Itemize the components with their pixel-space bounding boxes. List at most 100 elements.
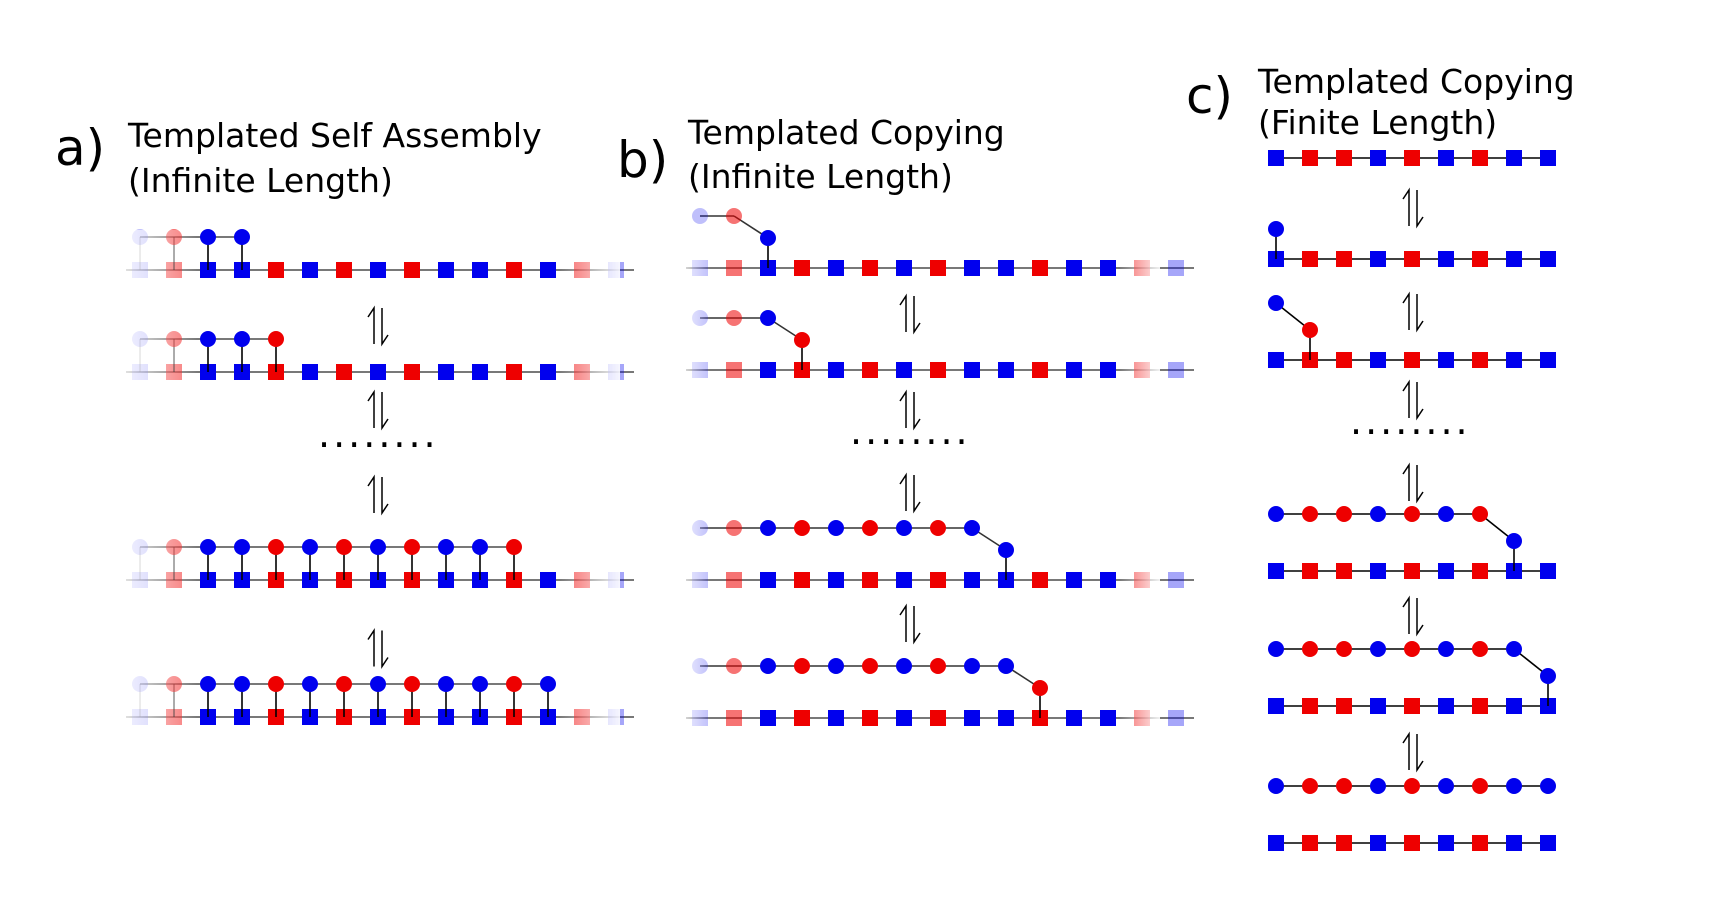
panel-b-template-monomer bbox=[692, 710, 708, 726]
panel-c-template-monomer bbox=[1370, 835, 1386, 851]
panel-a-assembly-monomer bbox=[200, 229, 216, 245]
panel-a-template-monomer bbox=[608, 262, 624, 278]
panel-c-template-monomer bbox=[1336, 251, 1352, 267]
panel-b-template-monomer bbox=[1134, 710, 1150, 726]
panel-c-free-copy-monomer bbox=[1438, 778, 1454, 794]
panel-b-equilibrium-down bbox=[913, 606, 921, 645]
panel-c-copy-monomer bbox=[1404, 506, 1420, 522]
panel-c-free-copy-monomer bbox=[1472, 778, 1488, 794]
panel-a-assembly-monomer bbox=[506, 676, 522, 692]
panel-a-equilibrium-down bbox=[381, 630, 389, 669]
panel-b-copy-monomer bbox=[794, 658, 810, 674]
panel-a-template-monomer bbox=[608, 709, 624, 725]
panel-c-copy-monomer bbox=[1336, 641, 1352, 657]
panel-c-template-monomer bbox=[1438, 251, 1454, 267]
panel-b-template-monomer bbox=[828, 260, 844, 276]
panel-b-template-monomer bbox=[726, 710, 742, 726]
panel-c-template-monomer bbox=[1472, 150, 1488, 166]
panel-b-copy-monomer bbox=[930, 520, 946, 536]
panel-b-template-monomer bbox=[760, 572, 776, 588]
panel-b-template-monomer bbox=[692, 572, 708, 588]
panel-c-template-monomer bbox=[1540, 352, 1556, 368]
panel-b-letter: b) bbox=[617, 131, 668, 189]
panel-c-template-monomer bbox=[1438, 150, 1454, 166]
panel-b-template-monomer bbox=[964, 260, 980, 276]
panel-a-assembly-monomer bbox=[404, 539, 420, 555]
panel-b-template-monomer bbox=[998, 260, 1014, 276]
panel-c-template-monomer bbox=[1472, 563, 1488, 579]
panel-b-equilibrium-down bbox=[913, 475, 921, 514]
panel-c-template-monomer bbox=[1506, 698, 1522, 714]
panel-a-assembly-monomer bbox=[132, 539, 148, 555]
panel-b-equilibrium-up bbox=[899, 472, 907, 511]
panel-a-assembly-monomer bbox=[132, 229, 148, 245]
panel-b-template-monomer bbox=[1066, 260, 1082, 276]
panel-a-equilibrium-up bbox=[367, 389, 375, 428]
panel-c-equilibrium-down bbox=[1416, 598, 1424, 637]
panel-c-template-monomer bbox=[1472, 835, 1488, 851]
panel-b-template-monomer bbox=[1100, 572, 1116, 588]
panel-a-ellipsis: ........ bbox=[318, 412, 439, 456]
panel-c-template-monomer bbox=[1506, 251, 1522, 267]
panel-b-template-monomer bbox=[862, 710, 878, 726]
panel-c-template-monomer bbox=[1472, 251, 1488, 267]
panel-c-free-copy-monomer bbox=[1404, 778, 1420, 794]
panel-b-template-monomer bbox=[794, 572, 810, 588]
panel-a-assembly-monomer bbox=[166, 331, 182, 347]
panel-b-template-monomer bbox=[1032, 362, 1048, 378]
panel-a-assembly-monomer bbox=[336, 539, 352, 555]
panel-c-template-monomer bbox=[1336, 563, 1352, 579]
panel-a-letter: a) bbox=[55, 119, 105, 177]
panel-b-copy-monomer bbox=[692, 208, 708, 224]
panel-c-equilibrium-up bbox=[1402, 731, 1410, 770]
panel-c-template-monomer bbox=[1336, 835, 1352, 851]
panel-b-template-monomer bbox=[964, 362, 980, 378]
panel-b-template-monomer bbox=[964, 710, 980, 726]
panel-c-template-monomer bbox=[1370, 698, 1386, 714]
panel-c-free-copy-monomer bbox=[1302, 778, 1318, 794]
panel-a-assembly-monomer bbox=[200, 331, 216, 347]
panel-b-copy-monomer bbox=[794, 520, 810, 536]
panel-a-assembly-monomer bbox=[540, 676, 556, 692]
panel-c-template-monomer bbox=[1370, 150, 1386, 166]
panel-b-copy-monomer bbox=[760, 658, 776, 674]
panel-c-equilibrium-up bbox=[1402, 595, 1410, 634]
panel-c-equilibrium-down bbox=[1416, 382, 1424, 421]
panel-b-template-monomer bbox=[930, 362, 946, 378]
panel-b-equilibrium-up bbox=[899, 293, 907, 332]
panel-c-copy-monomer bbox=[1336, 506, 1352, 522]
panel-b-copy-monomer bbox=[1032, 680, 1048, 696]
panel-b-template-monomer bbox=[1066, 572, 1082, 588]
panel-c-copy-monomer bbox=[1268, 295, 1284, 311]
panel-b-title-line1: Templated Copying bbox=[687, 113, 1005, 152]
panel-c-copy-monomer bbox=[1506, 533, 1522, 549]
panel-c-template-monomer bbox=[1404, 835, 1420, 851]
panel-b-template-monomer bbox=[1032, 260, 1048, 276]
panel-b-template-monomer bbox=[998, 710, 1014, 726]
panel-c-equilibrium-up bbox=[1402, 462, 1410, 501]
panel-c-template-monomer bbox=[1472, 698, 1488, 714]
panel-b-template-monomer bbox=[862, 362, 878, 378]
panel-c-ellipsis: ........ bbox=[1350, 399, 1471, 443]
panel-c-free-copy-monomer bbox=[1268, 778, 1284, 794]
panel-c-template-monomer bbox=[1540, 251, 1556, 267]
panel-a-template-monomer bbox=[574, 572, 590, 588]
panel-b-template-monomer bbox=[828, 572, 844, 588]
panel-a-template-monomer bbox=[336, 262, 352, 278]
template-end-fade bbox=[118, 230, 198, 750]
panel-c-copy-monomer bbox=[1370, 641, 1386, 657]
polymer-marks bbox=[118, 150, 1556, 851]
panel-b-equilibrium-down bbox=[913, 296, 921, 335]
panel-c-template-monomer bbox=[1336, 352, 1352, 368]
panel-b-template-monomer bbox=[692, 260, 708, 276]
panel-a-template-monomer bbox=[506, 262, 522, 278]
panel-a-assembly-monomer bbox=[472, 676, 488, 692]
template-end-fade bbox=[1120, 230, 1160, 750]
panel-c-template-monomer bbox=[1506, 150, 1522, 166]
panel-b-template-monomer bbox=[1134, 260, 1150, 276]
panel-c-equilibrium-down bbox=[1416, 190, 1424, 229]
panel-c-template-monomer bbox=[1302, 698, 1318, 714]
panel-c-template-monomer bbox=[1540, 150, 1556, 166]
panel-c-copy-monomer bbox=[1472, 506, 1488, 522]
panel-b-copy-monomer bbox=[794, 332, 810, 348]
